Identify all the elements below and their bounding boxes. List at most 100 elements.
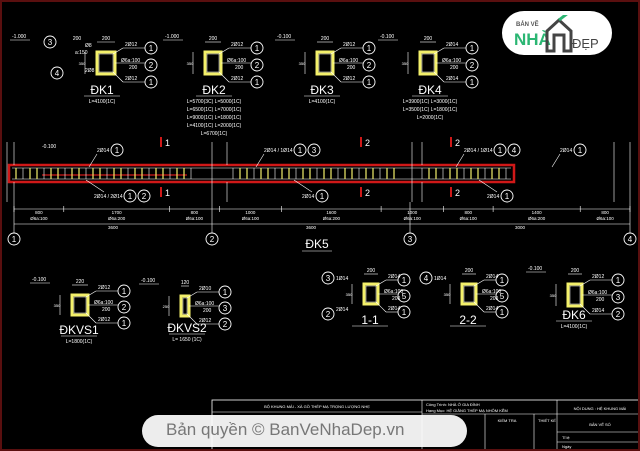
top-bar-label: 2Ø14 xyxy=(446,42,458,48)
span-dim-label: 1700 xyxy=(112,210,123,215)
stirrup-spacing-label: 200 xyxy=(203,308,212,314)
top-bar-marker-circle xyxy=(110,143,124,157)
length-label: L=9000(1C) L=1800(1C) xyxy=(187,115,242,121)
marker: 3 xyxy=(48,38,53,47)
leader xyxy=(88,153,98,168)
top-bar-marker: 1 xyxy=(122,287,127,296)
stirrup-spacing-label: 200 xyxy=(129,65,138,71)
bottom-bar-marker-circle xyxy=(495,305,509,319)
left-bottom-bar-label: 2Ø14 xyxy=(336,307,348,313)
stirrup-spacing-label: Ø6a:100 xyxy=(596,216,614,221)
height-dim-label: 350 xyxy=(444,292,451,297)
bar-label: 2Ø8 xyxy=(85,68,95,74)
leader xyxy=(186,291,198,299)
length-label: L=4100(1C) xyxy=(89,99,116,105)
section-đk4 xyxy=(418,50,438,76)
bottom-bar-marker-circle xyxy=(397,305,411,319)
stirrup-marker-circle xyxy=(362,58,376,72)
bottom-bar-marker: 1 xyxy=(128,192,133,201)
bottom-bar-label: 2Ø14 / 2Ø14 xyxy=(94,194,123,200)
stirrup-spacing-label: Ø6a:200 xyxy=(528,216,546,221)
concrete-section xyxy=(203,50,223,76)
top-bar-marker-circle xyxy=(507,143,521,157)
span-dim-label: 800 xyxy=(191,210,199,215)
bar-label: Ø8 xyxy=(85,43,92,49)
house-icon xyxy=(545,15,573,53)
length-label: L=4100(1C) L=2000(1C) xyxy=(187,123,242,129)
stirrup-outline xyxy=(421,53,435,73)
stirrup-marker: 2 xyxy=(367,61,372,70)
stirrup-marker-circle xyxy=(495,289,509,303)
section-cut-label: 1 xyxy=(165,138,170,148)
drawing-number-label: BẢN VẼ SỐ xyxy=(589,422,611,427)
length-label: L=5700(3C) L=5000(1C) xyxy=(187,99,242,105)
stirrup-marker: 2 xyxy=(122,303,127,312)
concrete-section xyxy=(95,50,117,76)
logo-small-text: BẢN VẼ xyxy=(516,22,539,28)
stirrup-marker-circle xyxy=(218,301,232,315)
section-title: ĐK2 xyxy=(202,83,226,97)
stirrup-marker-circle xyxy=(397,289,411,303)
section-cut-mark xyxy=(450,137,452,147)
marker: 4 xyxy=(55,69,60,78)
stirrup-marker-circle xyxy=(465,58,479,72)
section-cut-label: 1 xyxy=(165,188,170,198)
level-label: -0.100 xyxy=(380,34,394,40)
stirrup-marker: 5 xyxy=(402,292,407,301)
stirrup-spacing-label: 200 xyxy=(235,65,244,71)
project-item: Hạng Mục: HỆ GIẰNG THÉP MẠ NHÔM KẼM xyxy=(426,408,508,413)
leader xyxy=(112,71,124,83)
level-label: -0.100 xyxy=(141,278,155,284)
stirrup-label: Ø6a:100 xyxy=(94,300,113,306)
leader xyxy=(255,153,265,168)
stirrup-label: Ø6a:100 xyxy=(442,58,461,64)
stirrup-label: Ø6a:100 xyxy=(588,290,607,296)
grid-axis-circle xyxy=(623,232,637,246)
grid-axis: 4 xyxy=(628,235,633,244)
top-bar-marker: 1 xyxy=(616,276,621,285)
marker-circle xyxy=(50,66,64,80)
top-bar-label: 2Ø12 xyxy=(231,42,243,48)
drawing-content: NỘI DUNG : HỆ KHUNG MÁI xyxy=(574,406,627,411)
bottom-bar-label: 2Ø12 xyxy=(125,76,137,82)
concrete-section xyxy=(418,50,438,76)
top-bar-marker: 1 xyxy=(223,288,228,297)
leader xyxy=(473,279,485,287)
top-bar-marker: 1 xyxy=(255,44,260,53)
section-cut-mark xyxy=(360,187,362,197)
height-dim-label: 350 xyxy=(187,61,194,66)
height-dim-label: 350 xyxy=(346,292,353,297)
stirrup-spacing-label: Ø6a:100 xyxy=(460,216,478,221)
grid-axis: 3 xyxy=(408,235,413,244)
bottom-bar-label: 2Ø14 xyxy=(592,308,604,314)
section-đkvs2 xyxy=(179,294,191,318)
bottom-bar-marker: 2 xyxy=(616,310,621,319)
section-title: ĐKVS1 xyxy=(59,323,99,337)
grid-axis-circle xyxy=(205,232,219,246)
stirrup-label: Ø6a:100 xyxy=(195,301,214,307)
stirrup-marker-circle xyxy=(611,290,625,304)
bottom-bar-marker-circle xyxy=(137,189,151,203)
bottom-bar-label: 2Ø12 xyxy=(343,76,355,82)
top-bar-marker: 1 xyxy=(402,276,407,285)
bottom-bar-label: 2Ø14 xyxy=(446,76,458,82)
length-label: L=4100(1C) xyxy=(309,99,336,105)
leader xyxy=(375,301,387,313)
leader xyxy=(433,71,445,83)
grid-axis-circle xyxy=(7,232,21,246)
bottom-bar-marker-circle xyxy=(500,189,514,203)
span-dim-label: 1000 xyxy=(245,210,256,215)
left-bottom-bar-marker-circle xyxy=(321,307,335,321)
section-đk6 xyxy=(566,282,584,308)
stirrup-label: Ø6a:100 xyxy=(384,289,403,295)
section-cut-mark xyxy=(160,137,162,147)
leader xyxy=(330,47,342,55)
top-bar-marker: 1 xyxy=(149,44,154,53)
section-đkvs1 xyxy=(70,293,90,317)
design-label: THIẾT KẾ xyxy=(538,418,556,423)
length-label: L= 1650 (1C) xyxy=(172,337,202,343)
stirrup-marker: 2 xyxy=(255,61,260,70)
height-dim-label: 350 xyxy=(402,61,409,66)
